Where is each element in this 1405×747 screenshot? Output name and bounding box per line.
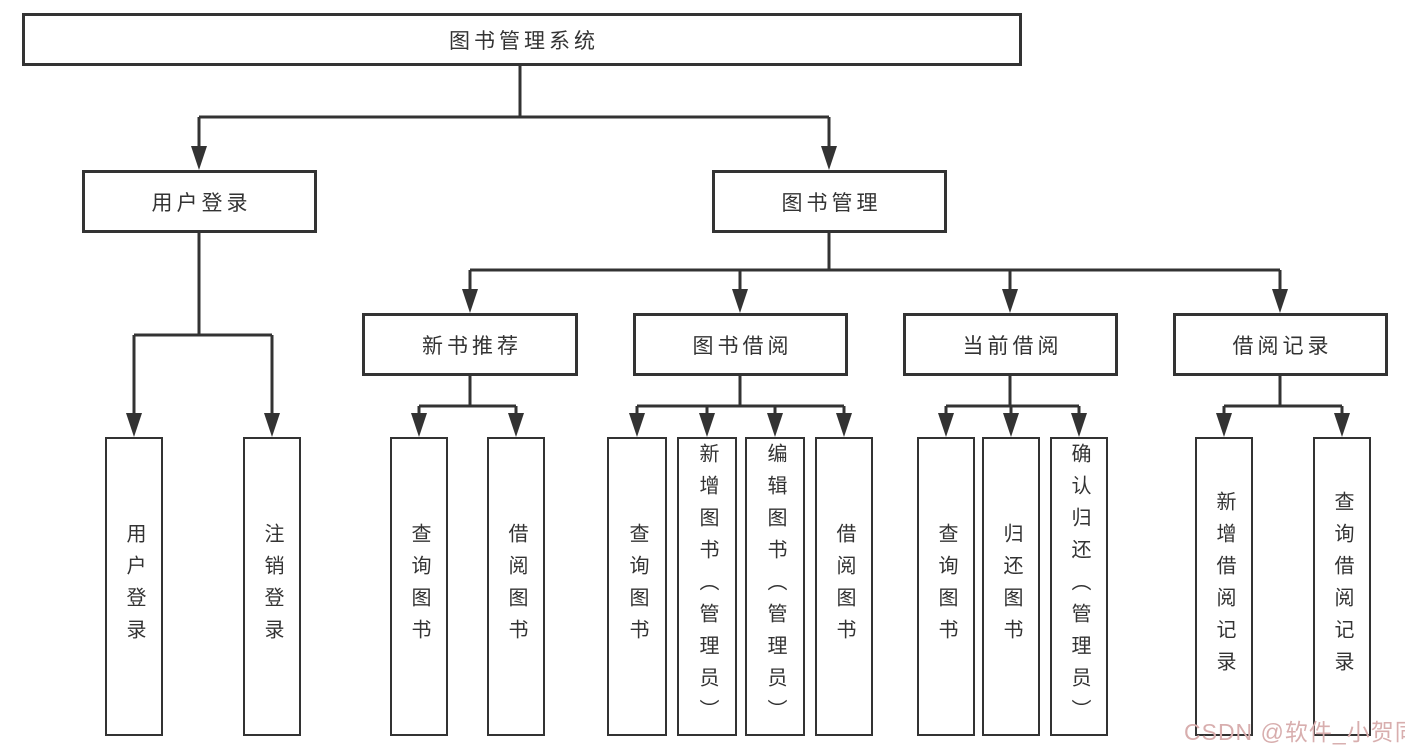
node-book-management: 图书管理	[712, 170, 947, 233]
arrowhead-down-icon	[1272, 289, 1288, 313]
leaf-logout: 注销登录	[243, 437, 301, 736]
connector-book-borrow-children	[635, 376, 846, 415]
leaf-user-login: 用户登录	[105, 437, 163, 736]
arrowheads	[126, 146, 1350, 437]
leaf-label: 查询图书	[626, 522, 648, 651]
leaf-edit-books-admin: 编辑图书（管理员）	[745, 437, 805, 736]
arrowhead-down-icon	[126, 413, 142, 437]
leaf-label: 用户登录	[123, 522, 145, 651]
leaf-label: 注销登录	[261, 522, 283, 651]
leaf-label: 查询图书	[408, 522, 430, 651]
leaf-label: 新增图书（管理员）	[696, 442, 718, 731]
leaf-label: 借阅图书	[833, 522, 855, 651]
leaf-label: 新增借阅记录	[1213, 490, 1235, 683]
connector-new-book-children	[417, 376, 518, 415]
node-current-borrow: 当前借阅	[903, 313, 1118, 376]
connector-borrow-records-children	[1222, 376, 1344, 415]
arrowhead-down-icon	[264, 413, 280, 437]
node-user-login: 用户登录	[82, 170, 317, 233]
arrowhead-down-icon	[821, 146, 837, 170]
leaf-query-borrow-record: 查询借阅记录	[1313, 437, 1371, 736]
leaf-label: 编辑图书（管理员）	[764, 442, 786, 731]
arrowhead-down-icon	[836, 413, 852, 437]
arrowhead-down-icon	[767, 413, 783, 437]
arrowhead-down-icon	[938, 413, 954, 437]
leaf-add-books-admin: 新增图书（管理员）	[677, 437, 737, 736]
connector-lines	[132, 66, 1344, 415]
leaf-borrow-books-recommend: 借阅图书	[487, 437, 545, 736]
arrowhead-down-icon	[699, 413, 715, 437]
arrowhead-down-icon	[411, 413, 427, 437]
csdn-watermark: CSDN @软件_小贺同学	[1184, 719, 1405, 745]
leaf-add-borrow-record: 新增借阅记录	[1195, 437, 1253, 736]
arrowhead-down-icon	[732, 289, 748, 313]
connector-book-management-children	[468, 233, 1282, 291]
leaf-label: 查询图书	[935, 522, 957, 651]
arrowhead-down-icon	[629, 413, 645, 437]
leaf-borrow-books: 借阅图书	[815, 437, 873, 736]
leaf-confirm-return-admin: 确认归还（管理员）	[1050, 437, 1108, 736]
node-borrow-records: 借阅记录	[1173, 313, 1388, 376]
arrowhead-down-icon	[1334, 413, 1350, 437]
arrowhead-down-icon	[1216, 413, 1232, 437]
connector-user-login-children	[132, 233, 274, 415]
node-new-book-recommend: 新书推荐	[362, 313, 578, 376]
connector-current-borrow-children	[944, 376, 1081, 415]
leaf-label: 确认归还（管理员）	[1068, 442, 1090, 731]
leaf-query-books-borrow: 查询图书	[607, 437, 667, 736]
arrowhead-down-icon	[1003, 413, 1019, 437]
arrowhead-down-icon	[508, 413, 524, 437]
leaf-label: 查询借阅记录	[1331, 490, 1353, 683]
leaf-label: 借阅图书	[505, 522, 527, 651]
arrowhead-down-icon	[1071, 413, 1087, 437]
arrowhead-down-icon	[1002, 289, 1018, 313]
arrowhead-down-icon	[191, 146, 207, 170]
node-book-borrow: 图书借阅	[633, 313, 848, 376]
leaf-query-books-recommend: 查询图书	[390, 437, 448, 736]
leaf-query-books-current: 查询图书	[917, 437, 975, 736]
node-library-management-system: 图书管理系统	[22, 13, 1022, 66]
leaf-return-books: 归还图书	[982, 437, 1040, 736]
arrowhead-down-icon	[462, 289, 478, 313]
leaf-label: 归还图书	[1000, 522, 1022, 651]
connector-root-to-level2	[197, 66, 831, 148]
